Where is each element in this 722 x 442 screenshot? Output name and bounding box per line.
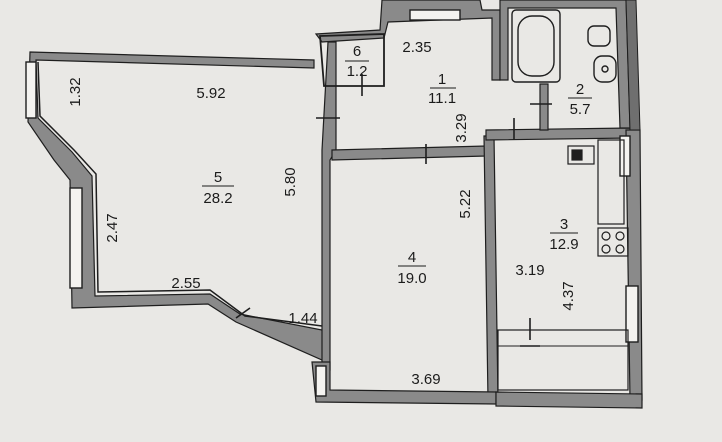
dim-2-55: 2.55 — [171, 275, 200, 292]
dim-5-22: 5.22 — [457, 189, 474, 218]
wall-room1-room4 — [331, 145, 487, 161]
room6-number: 6 — [353, 43, 361, 60]
kitchen-sink-icon — [567, 145, 595, 165]
dim-3-19: 3.19 — [515, 262, 544, 279]
stove-icon — [597, 227, 629, 257]
right-edge-wall — [625, 0, 641, 131]
bottom-wall — [311, 361, 497, 405]
wall-room4-room3 — [483, 135, 499, 401]
door-marks — [235, 74, 552, 347]
dimension-labels: 5.92 1.32 2.47 2.55 5.80 1.44 2.35 3.29 … — [67, 39, 577, 388]
dim-5-92: 5.92 — [196, 85, 225, 102]
room5-area: 28.2 — [203, 190, 232, 207]
balcony — [497, 329, 629, 391]
dim-2-47: 2.47 — [104, 213, 121, 242]
room4-area: 19.0 — [397, 270, 426, 287]
room2-left-wall — [539, 83, 549, 131]
room-labels: 6 1.2 1 11.1 2 5.7 3 12.9 4 19.0 5 28.2 — [202, 43, 592, 287]
dim-3-29: 3.29 — [453, 113, 470, 142]
dim-5-80: 5.80 — [282, 167, 299, 196]
dim-2-35: 2.35 — [402, 39, 431, 56]
room3-area: 12.9 — [549, 236, 578, 253]
room5-number: 5 — [214, 169, 222, 186]
window-room3-right — [625, 285, 639, 343]
room3-number: 3 — [560, 216, 568, 233]
bathroom-walls — [499, 0, 631, 129]
room6-box — [319, 33, 385, 87]
dim-1-32: 1.32 — [67, 77, 84, 106]
window-marks — [25, 9, 639, 397]
room5-inner-border — [37, 61, 323, 327]
dim-4-37: 4.37 — [560, 281, 577, 310]
room3-top-wall — [485, 127, 631, 141]
balcony-bottom-wall — [495, 391, 643, 409]
window-room5-top — [25, 61, 37, 119]
walls — [27, 0, 643, 409]
room1-number: 1 — [438, 71, 446, 88]
dim-3-69: 3.69 — [411, 371, 440, 388]
room6-area: 1.2 — [347, 63, 368, 80]
bathtub-icon — [511, 9, 561, 83]
dim-1-44: 1.44 — [288, 310, 317, 327]
toilet-icon — [587, 25, 611, 47]
sink-icon — [593, 55, 617, 83]
window-room5-left — [69, 187, 83, 289]
kitchen-counter — [597, 139, 625, 225]
room1-area: 11.1 — [428, 90, 456, 107]
wall-room5-room4 — [321, 41, 337, 371]
window-room4-bottom — [315, 365, 327, 397]
room4-number: 4 — [408, 249, 416, 266]
room2-area: 5.7 — [570, 101, 591, 118]
room2-number: 2 — [576, 81, 584, 98]
window-room3-top — [619, 135, 631, 177]
window-bath-top — [409, 9, 461, 21]
